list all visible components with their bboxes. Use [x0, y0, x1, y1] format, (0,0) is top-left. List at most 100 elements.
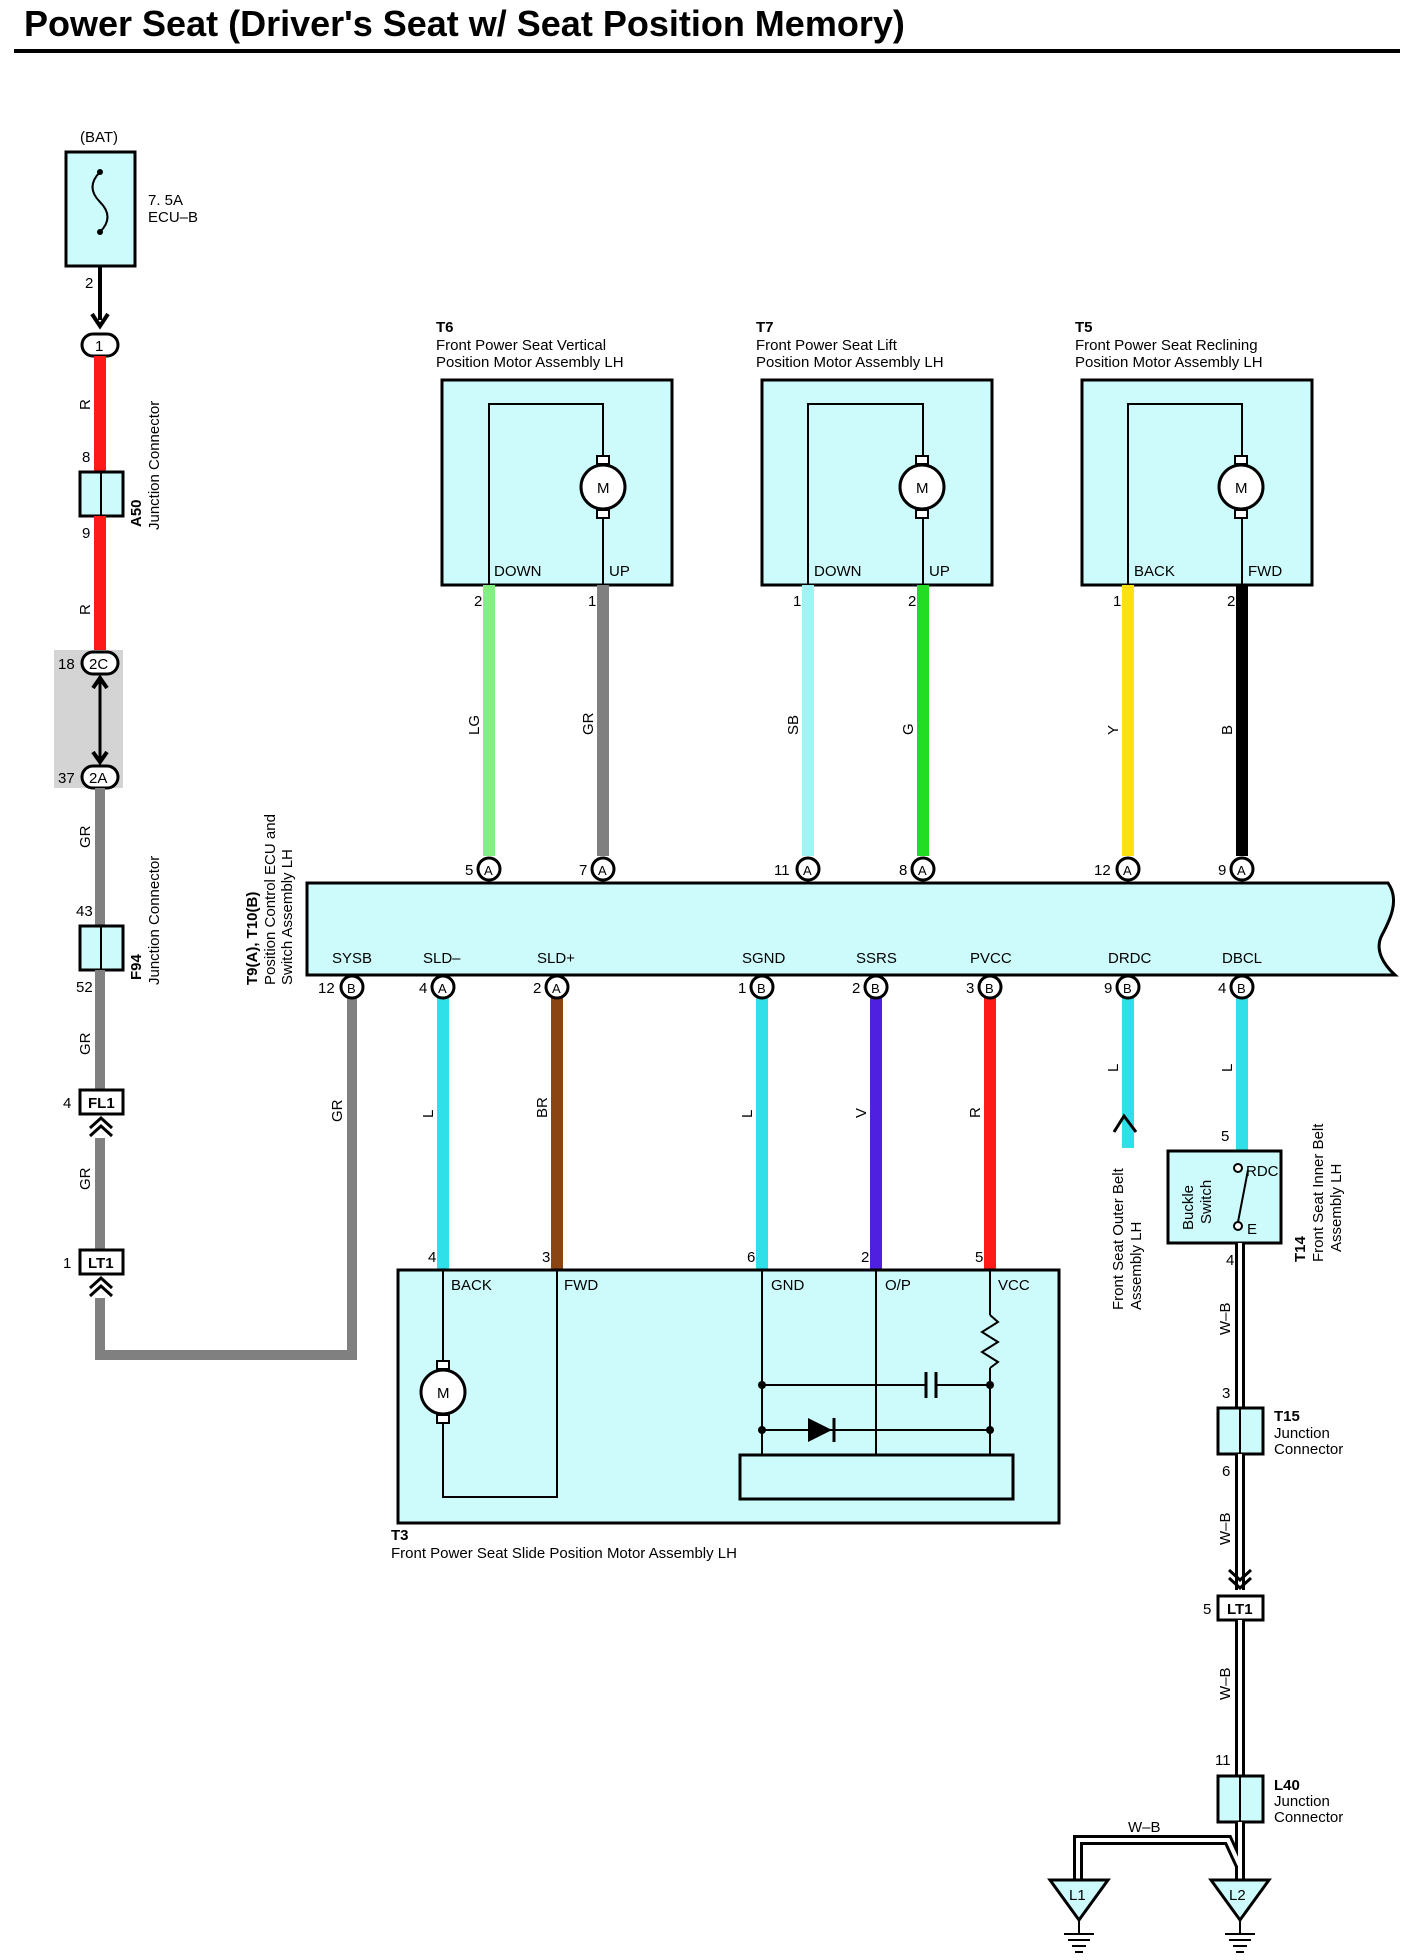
l40-name2: Connector [1274, 1809, 1343, 1826]
ecu-signal-label: SSRS [856, 950, 897, 967]
ecu-pin-label: 12 [1094, 862, 1111, 879]
wire-color-label: L [1105, 1064, 1122, 1072]
ecu-signal-label: SYSB [332, 950, 372, 967]
ecu-terminal [1115, 974, 1141, 1000]
ecu-box [305, 881, 1399, 977]
slide-term-op: O/P [885, 1277, 911, 1294]
ecu-conn-letter: B [871, 981, 880, 996]
battery-fuse: (BAT) 7. 5A ECU–B 2 [64, 129, 198, 292]
a50-pin-bottom: 9 [82, 525, 90, 542]
ecu-terminal [476, 856, 502, 882]
arrow-down-icon [90, 312, 110, 330]
switch-icon [1237, 1169, 1249, 1223]
ecu-label-1: T9(A), T10(B) [244, 892, 261, 985]
wire-color-label: L [1219, 1064, 1236, 1072]
motor-pin-label: 2 [1227, 593, 1235, 610]
ecu-conn-letter: A [598, 863, 607, 878]
ground-icon [1208, 1878, 1272, 1923]
bottom-wires: B12SYSBL4A4SLD–BR3A2SLD+L6B1SGNDV2B2SSRS… [318, 950, 1262, 1270]
arrow-up-icon [91, 674, 109, 690]
wire-wb-label-2: W–B [1217, 1512, 1234, 1545]
lt1-left-pin: 1 [63, 1255, 71, 1272]
ecu-pin-label: 2 [852, 980, 860, 997]
ecu-terminal [1229, 974, 1255, 1000]
slide-motor-pin-label: 4 [428, 1249, 436, 1266]
ecu-pin-label: 11 [774, 862, 790, 879]
ecu-terminal [1115, 856, 1141, 882]
f94-pin-bottom: 52 [76, 979, 93, 996]
motor-t7-box [760, 378, 994, 587]
motor-t6-term1: DOWN [494, 563, 542, 580]
ecu-pin-label: 1 [738, 980, 746, 997]
motor-t7-line1: Front Power Seat Lift [756, 337, 898, 354]
wire-color-label: L [420, 1110, 437, 1118]
ecu-pin-label: 3 [966, 980, 974, 997]
ground-icon [1047, 1878, 1111, 1923]
fuse-rating: 7. 5A [148, 192, 183, 209]
ecu-terminal [1229, 856, 1255, 882]
slide-motor-m: M [437, 1385, 450, 1402]
outer-belt-line1: Front Seat Outer Belt [1110, 1167, 1127, 1310]
wire-color-label: Y [1105, 725, 1122, 735]
wire-gr-label-1: GR [77, 825, 94, 848]
l40-name1: Junction [1274, 1793, 1330, 1810]
motor-t5-term1: BACK [1134, 563, 1175, 580]
motor-t6-line2: Position Motor Assembly LH [436, 354, 624, 371]
wire-wb-label-3: W–B [1217, 1667, 1234, 1700]
motor-t7-term2: UP [929, 563, 950, 580]
motor-t7-term1: DOWN [814, 563, 862, 580]
ecu-conn-letter: A [803, 863, 812, 878]
top-wires: 2LGA5FRV–1GRA7FRV+1SBA11LFT–2GA8LFT+1YA1… [465, 585, 1259, 907]
connector-2a-label: 2A [89, 770, 107, 787]
wire-gr-label-3: GR [77, 1167, 94, 1190]
ecu-conn-letter: A [438, 981, 447, 996]
wire-gray-sysb [95, 990, 357, 1360]
motor-t7-id: T7 [756, 319, 774, 336]
ecu-terminal [910, 856, 936, 882]
connector-2a-pin: 37 [58, 770, 75, 787]
wire-color-label: G [900, 723, 917, 735]
slide-motor-t3: M BACK FWD GND O/P VCC T3 Front Power Se… [391, 1268, 1061, 1562]
connector-2c [80, 650, 120, 676]
motor-t6-line1: Front Power Seat Vertical [436, 337, 606, 354]
lt1-left-label: LT1 [88, 1255, 114, 1272]
ground-l1-label: L1 [1069, 1887, 1086, 1904]
ecu-terminal [977, 974, 1003, 1000]
motor-t5-id: T5 [1075, 319, 1093, 336]
slide-term-fwd: FWD [564, 1277, 598, 1294]
fl1-label: FL1 [88, 1095, 115, 1112]
buckle-switch-line2: Switch [1198, 1180, 1215, 1224]
power-source-label: (BAT) [80, 129, 118, 146]
buckle-pin-top: 5 [1221, 1128, 1229, 1145]
l40-pin-top: 11 [1215, 1752, 1231, 1769]
motor-t6: T6 Front Power Seat Vertical Position Mo… [436, 319, 674, 587]
a50-pin-top: 8 [82, 449, 90, 466]
wire-color-label: BR [534, 1097, 551, 1118]
ecu-label-2: Position Control ECU and [262, 814, 279, 985]
resistor-icon [980, 1314, 1000, 1369]
ecu-pin-label: 4 [1218, 980, 1226, 997]
ecu-terminal [544, 974, 570, 1000]
motor-pin-label: 1 [1113, 593, 1121, 610]
motor-t5-term2: FWD [1248, 563, 1282, 580]
ecu-conn-letter: A [552, 981, 561, 996]
buckle-e: E [1247, 1221, 1257, 1238]
outer-belt-line2: Assembly LH [1128, 1222, 1145, 1310]
right-ground-chain: W–B 3 6 T15 Junction Connector W–B LT1 5… [1047, 1243, 1343, 1953]
ecu-terminal [863, 974, 889, 1000]
ecu-pin-label: 2 [533, 980, 541, 997]
motor-t6-term2: UP [609, 563, 630, 580]
ecu-terminal [590, 856, 616, 882]
motor-t7-line2: Position Motor Assembly LH [756, 354, 944, 371]
ecu-conn-letter: A [484, 863, 493, 878]
f94-id: F94 [128, 953, 145, 980]
fuse-icon [91, 171, 109, 233]
connector-2c-label: 2C [89, 656, 108, 673]
l40-id: L40 [1274, 1777, 1300, 1794]
wire-wb-label-4: W–B [1128, 1819, 1161, 1836]
f94-name: Junction Connector [146, 856, 163, 985]
motor-t5: T5 Front Power Seat Reclining Position M… [1075, 319, 1314, 587]
ecu-conn-letter: A [1237, 863, 1246, 878]
a50-id: A50 [128, 499, 145, 527]
arrow-down-icon [91, 750, 109, 766]
